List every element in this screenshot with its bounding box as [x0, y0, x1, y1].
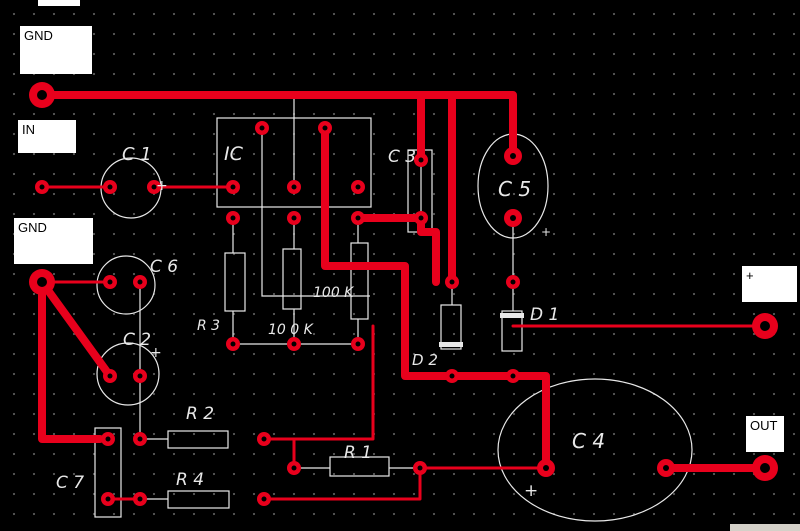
trace-gnd-mid [38, 278, 104, 443]
r1-label: R 1 [344, 443, 372, 463]
d2-label: D 2 [412, 351, 438, 369]
trace-ic-pin-out [321, 124, 550, 472]
d2-cathode-band [439, 342, 463, 347]
in-label: IN [18, 120, 76, 153]
r10k-label: 10 0 K [268, 322, 315, 338]
plus-terminal-label: + [742, 266, 797, 302]
c5-label: C 5 [498, 177, 531, 201]
pads [29, 82, 778, 506]
d2-outline [440, 304, 462, 350]
c1-polarity: + [156, 178, 168, 194]
ic-label: IC [224, 143, 244, 165]
c4-outline [497, 378, 693, 522]
r4-label: R 4 [176, 470, 204, 490]
r3-outline [224, 252, 246, 312]
r4-outline [167, 490, 230, 509]
r100k-label: 100 K [313, 285, 355, 301]
c4-label: C 4 [572, 429, 605, 453]
c3-label: C 3 [388, 147, 416, 167]
top-edge-label-box [38, 0, 80, 6]
c1-label: C 1 [122, 144, 152, 165]
c2-outline [96, 342, 160, 406]
c7-outline [94, 427, 122, 518]
d1-cathode-band [500, 313, 524, 318]
r2-label: R 2 [186, 404, 214, 424]
c6-label: C 6 [150, 257, 178, 277]
trace-r4-net [262, 466, 422, 501]
r1-outline [329, 456, 390, 477]
trace-gnd-bus [38, 91, 517, 160]
trace-gnd-diag [38, 278, 114, 380]
c7-label: C 7 [56, 473, 84, 493]
c2-polarity: + [150, 345, 162, 361]
gnd-top-label: GND [20, 26, 92, 74]
r10k-outline [282, 248, 302, 310]
r2-outline [167, 430, 229, 449]
trace-ic-c3 [354, 214, 440, 286]
c5-polarity: + [541, 225, 551, 239]
out-label: OUT [746, 416, 784, 452]
r100k-outline [350, 242, 369, 320]
gnd-mid-label: GND [14, 218, 93, 264]
taskbar-strip [730, 524, 800, 531]
c4-polarity: + [524, 481, 538, 501]
silk-link-ic-left [261, 128, 370, 297]
r3-label: R 3 [197, 318, 220, 334]
c2-label: C 2 [123, 330, 151, 350]
c6-outline [96, 255, 156, 315]
d1-label: D 1 [530, 305, 559, 325]
d1-outline [501, 310, 523, 352]
trace-r2-net [262, 324, 375, 441]
